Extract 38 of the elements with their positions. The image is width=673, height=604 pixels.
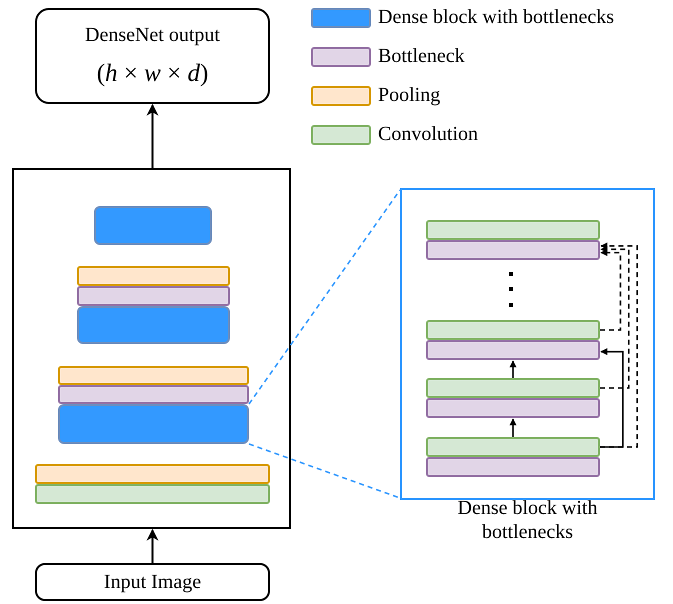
arrow	[510, 360, 516, 378]
convolution-bar	[426, 220, 600, 240]
convolution-bar	[426, 378, 600, 398]
dashed-arrow	[600, 246, 630, 389]
pooling-bar	[77, 266, 230, 286]
convolution-bar	[35, 484, 270, 504]
legend-label: Bottleneck	[378, 44, 465, 68]
output-box	[35, 8, 270, 104]
bottleneck-bar	[426, 398, 600, 418]
legend-label: Convolution	[378, 122, 478, 146]
arrow	[600, 348, 624, 448]
bottleneck-bar	[426, 457, 600, 477]
arrow	[510, 418, 516, 437]
convolution-bar	[426, 320, 600, 340]
zoom-guide-line	[248, 190, 401, 404]
dense-block-bar	[77, 306, 230, 344]
bottleneck-bar	[58, 385, 249, 404]
legend-label: Pooling	[378, 83, 440, 107]
pooling-bar	[35, 464, 270, 484]
network-box	[12, 168, 291, 529]
arrow	[146, 104, 158, 168]
input-box	[35, 563, 270, 601]
dense-block-bar	[58, 404, 249, 444]
convolution-bar	[426, 437, 600, 457]
bottleneck-bar	[426, 240, 600, 260]
dense-block-bar	[94, 206, 212, 245]
dashed-arrow	[600, 242, 638, 448]
bottleneck-bar	[426, 340, 600, 360]
zoom-guide-line	[248, 443, 400, 499]
node-title: Input Image	[104, 570, 202, 594]
node-title: DenseNet output	[85, 24, 220, 47]
box-title: Dense block with bottlenecks	[456, 496, 598, 544]
bottleneck-bar	[77, 286, 230, 306]
pooling-bar	[58, 366, 249, 385]
dashed-arrow	[600, 249, 622, 331]
arrow	[146, 528, 158, 563]
legend-label: Dense block with bottlenecks	[378, 5, 614, 29]
dimension-formula: (h × w × d)	[96, 60, 208, 88]
